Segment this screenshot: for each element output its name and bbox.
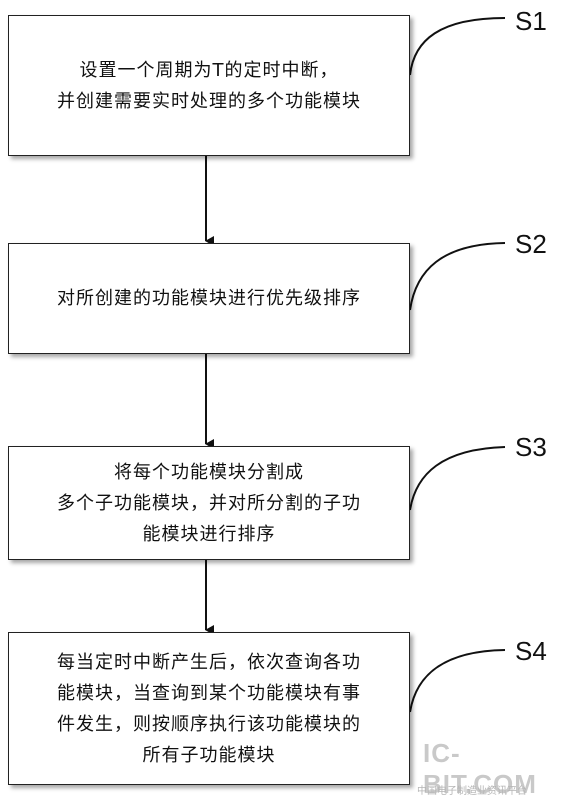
step-label-s4: S4 [515, 636, 547, 666]
step-box-s4: 每当定时中断产生后，依次查询各功 能模块，当查询到某个功能模块有事 件发生，则按… [8, 632, 410, 785]
step-text-s2: 对所创建的功能模块进行优先级排序 [57, 288, 361, 309]
leader-curve-s2 [409, 242, 506, 311]
watermark-sub-text: 中国电子制造业资讯平台 [417, 786, 527, 797]
step-box-s2: 对所创建的功能模块进行优先级排序 [8, 243, 410, 354]
step-label-s3: S3 [515, 432, 547, 462]
watermark-logo: IC-BIT.COM 中国电子制造业资讯平台 [415, 738, 563, 799]
step-text-s1: 设置一个周期为T的定时中断， 并创建需要实时处理的多个功能模块 [57, 59, 361, 112]
leader-curve-s3 [409, 446, 506, 511]
step-text-s4: 每当定时中断产生后，依次查询各功 能模块，当查询到某个功能模块有事 件发生，则按… [57, 651, 361, 766]
watermark-main-text: IC-BIT.COM [423, 738, 537, 799]
step-box-s3: 将每个功能模块分割成 多个子功能模块，并对所分割的子功 能模块进行排序 [8, 446, 410, 560]
leader-curve-s1 [409, 17, 506, 76]
step-label-s2: S2 [515, 229, 547, 259]
leader-curve-s4 [409, 649, 506, 713]
step-label-s1: S1 [515, 6, 547, 36]
step-text-s3: 将每个功能模块分割成 多个子功能模块，并对所分割的子功 能模块进行排序 [57, 461, 361, 545]
step-box-s1: 设置一个周期为T的定时中断， 并创建需要实时处理的多个功能模块 [8, 15, 410, 156]
